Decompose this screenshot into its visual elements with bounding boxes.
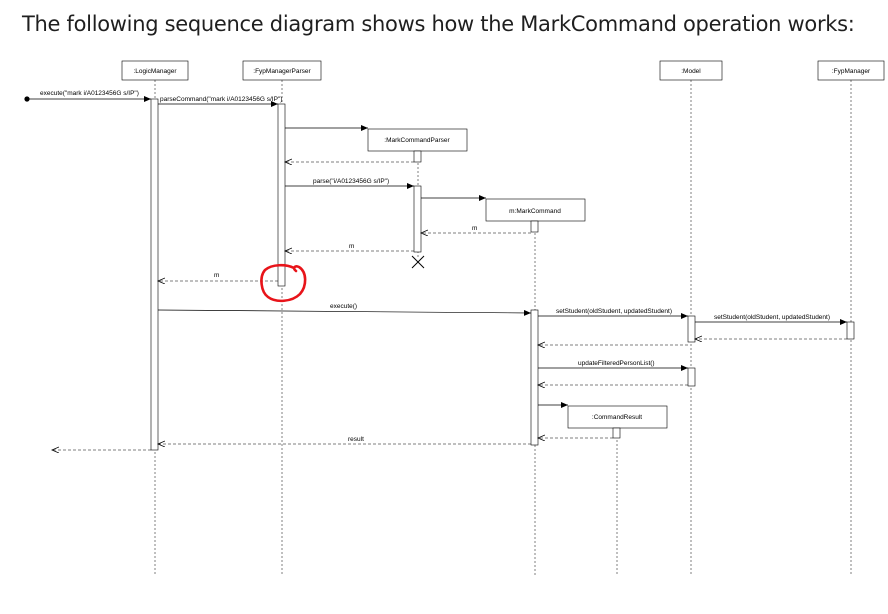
participant-label-model: :Model bbox=[681, 68, 701, 75]
message-label-m-manager: m bbox=[214, 272, 219, 279]
message-label-parse: parse("i/A0123456G s/IP") bbox=[313, 178, 389, 185]
participant-label-fyp-manager: :FypManager bbox=[832, 68, 871, 75]
activation-fyp-manager-parser bbox=[277, 103, 286, 287]
participant-label-logic-manager: :LogicManager bbox=[134, 68, 178, 75]
activation-mark-command-2 bbox=[530, 309, 539, 446]
red-annotation-circle bbox=[260, 263, 307, 303]
activation-model-2 bbox=[687, 367, 696, 387]
found-message-dot bbox=[24, 96, 30, 102]
object-mark-command-parser: :MarkCommandParser bbox=[367, 128, 468, 152]
message-label-set-student-fyp: setStudent(oldStudent, updatedStudent) bbox=[714, 314, 830, 321]
object-label-mark-command-parser: :MarkCommandParser bbox=[384, 137, 450, 144]
object-mark-command: m:MarkCommand bbox=[485, 198, 586, 222]
message-label-result: result bbox=[348, 436, 364, 443]
destroy-marker bbox=[411, 255, 425, 269]
activation-mark-command-1 bbox=[530, 220, 539, 233]
activation-model-1 bbox=[687, 315, 696, 343]
message-label-m-command: m bbox=[472, 225, 477, 232]
participant-label-fyp-manager-parser: :FypManagerParser bbox=[253, 68, 311, 75]
activation-mark-command-parser-2 bbox=[413, 185, 422, 253]
message-execute-arrow bbox=[157, 309, 532, 316]
message-label-set-student-model: setStudent(oldStudent, updatedStudent) bbox=[556, 308, 672, 315]
participant-logic-manager: :LogicManager bbox=[121, 60, 189, 81]
message-label-update-filtered: updateFilteredPersonList() bbox=[578, 360, 655, 367]
participant-model: :Model bbox=[659, 60, 723, 81]
message-label-execute-input: execute("mark i/A0123456G s/IP") bbox=[40, 90, 139, 97]
message-label-m-parser: m bbox=[349, 243, 354, 250]
object-command-result: :CommandResult bbox=[567, 405, 668, 429]
participant-fyp-manager: :FypManager bbox=[817, 60, 885, 81]
object-label-mark-command: m:MarkCommand bbox=[509, 208, 561, 215]
activation-logic-manager bbox=[150, 98, 159, 451]
activation-fyp-manager bbox=[846, 321, 855, 340]
activation-command-result bbox=[612, 427, 621, 439]
message-label-parse-command: parseCommand("mark i/A0123456G s/IP") bbox=[160, 96, 282, 103]
participant-fyp-manager-parser: :FypManagerParser bbox=[242, 60, 322, 81]
diagram-caption: The following sequence diagram shows how… bbox=[22, 12, 855, 36]
object-label-command-result: :CommandResult bbox=[592, 414, 642, 421]
message-label-execute: execute() bbox=[330, 303, 357, 310]
activation-mark-command-parser-1 bbox=[413, 150, 422, 163]
